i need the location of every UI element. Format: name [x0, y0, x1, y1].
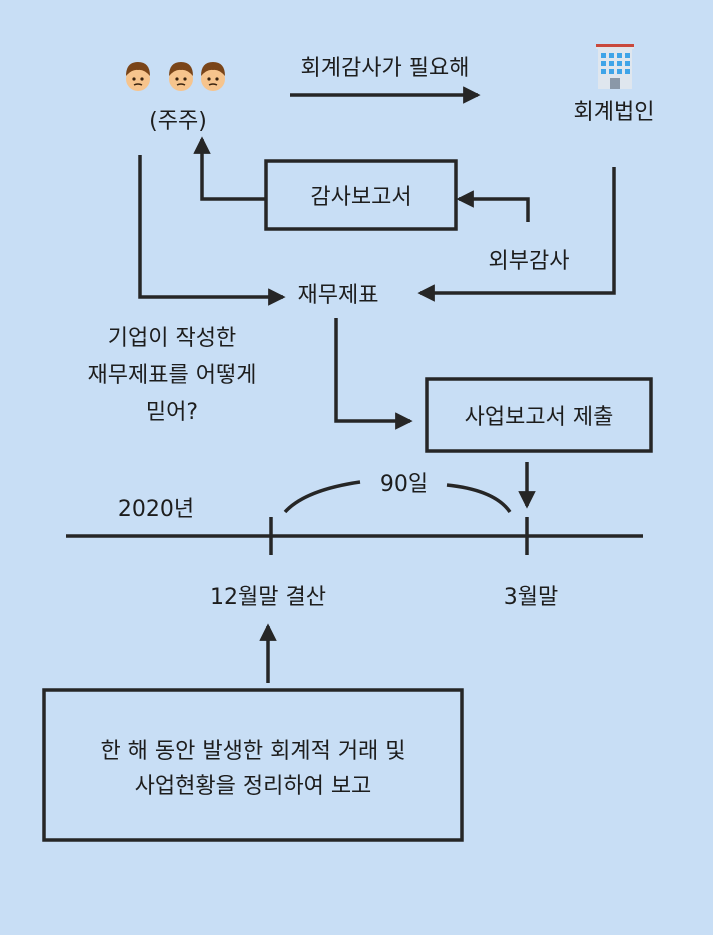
business-report-label: 사업보고서 제출	[465, 405, 614, 430]
shareholders-to-statements-arrow	[138, 155, 286, 306]
external-audit-label: 외부감사	[489, 249, 570, 274]
firm-label: 회계법인	[574, 100, 655, 125]
gap-label: 90일	[380, 472, 428, 497]
statements-to-report-arrow	[334, 318, 413, 430]
firm-to-statements-arrow	[417, 167, 616, 302]
business-report-box: 사업보고서 제출	[425, 377, 653, 453]
start-label: 12월말 결산	[210, 585, 326, 610]
audit-to-report-arrow	[456, 190, 530, 222]
audit-report-box: 감사보고서	[264, 159, 458, 231]
question-line-1: 기업이 작성한	[108, 326, 236, 351]
person-icon	[126, 62, 150, 91]
person-icon	[201, 62, 225, 91]
audit-request-label: 회계감사가 필요해	[301, 56, 470, 81]
financial-statements-label: 재무제표	[298, 283, 379, 308]
gap-arc-left	[283, 480, 361, 514]
report-to-shareholders-arrow	[193, 136, 266, 201]
gap-arc-right	[446, 483, 512, 514]
question-line-3: 믿어?	[146, 400, 198, 425]
question-line-2: 재무제표를 어떻게	[88, 363, 257, 388]
end-label: 3월말	[504, 585, 558, 610]
office-building-icon	[596, 44, 634, 89]
settlement-line-1: 한 해 동안 발생한 회계적 거래 및	[100, 739, 405, 764]
year-label: 2020년	[118, 497, 194, 522]
audit-report-label: 감사보고서	[310, 185, 411, 210]
settlement-line-2: 사업현황을 정리하여 보고	[135, 774, 372, 799]
person-icon	[169, 62, 193, 91]
settlement-box: 한 해 동안 발생한 회계적 거래 및 사업현황을 정리하여 보고	[42, 688, 464, 842]
shareholders-label: (주주)	[149, 109, 207, 134]
